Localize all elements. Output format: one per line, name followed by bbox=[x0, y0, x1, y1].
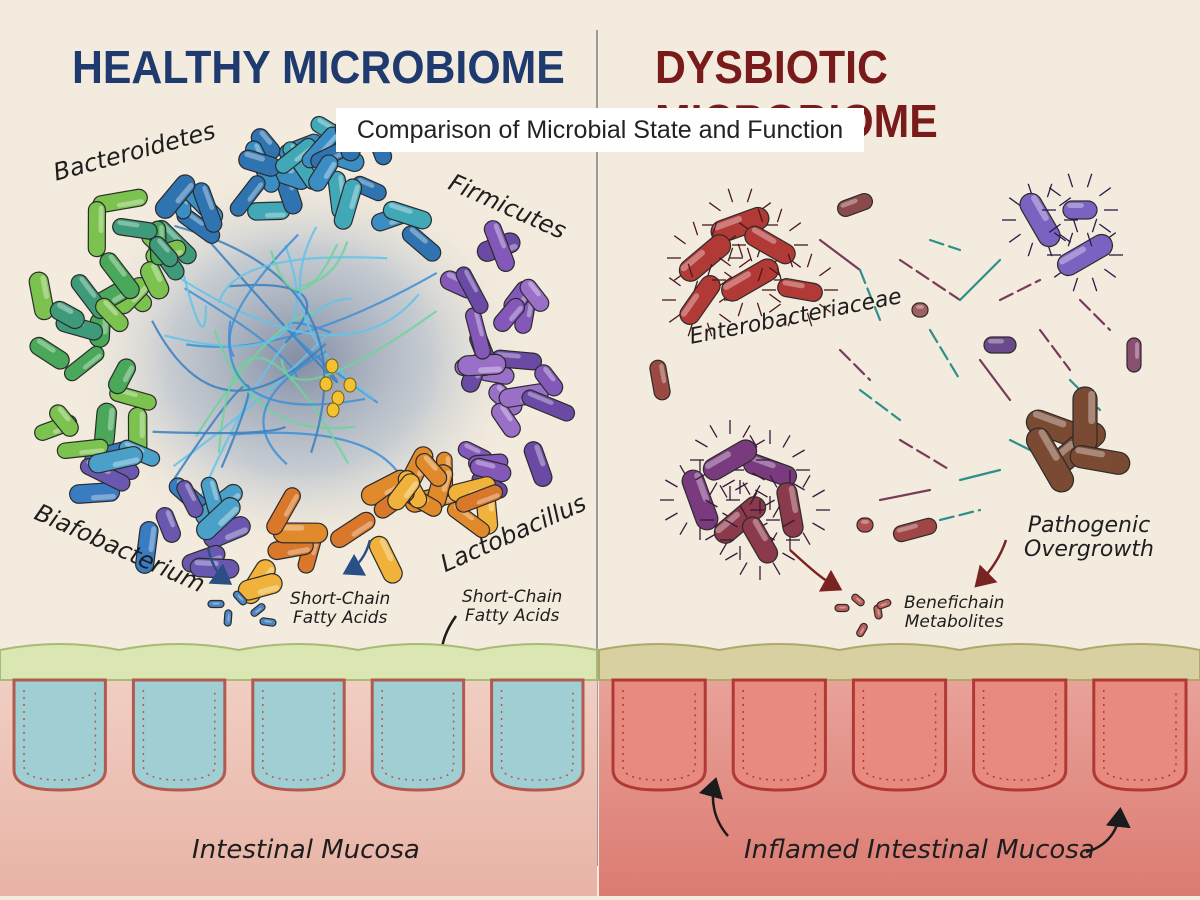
dys-arrow-left bbox=[789, 549, 843, 592]
dys-arrow-mucosa-left bbox=[698, 777, 729, 837]
label-scfa-2: Short-Chain Fatty Acids bbox=[462, 587, 563, 626]
broken-filament-network bbox=[818, 238, 1112, 522]
healthy-arrow-scfa-right bbox=[342, 539, 372, 576]
comparison-subtitle: Comparison of Microbial State and Functi… bbox=[336, 108, 864, 152]
short-chain-fatty-acid-molecules bbox=[207, 590, 277, 627]
inflamed-intestinal-mucosa bbox=[598, 643, 1200, 896]
healthy-intestinal-mucosa bbox=[0, 643, 598, 896]
label-inflamed-intestinal-mucosa: Inflamed Intestinal Mucosa bbox=[744, 835, 1095, 865]
label-scfa-1: Short-Chain Fatty Acids bbox=[290, 589, 391, 628]
dys-arrow-right bbox=[974, 539, 1008, 588]
dys-arrow-mucosa-right bbox=[1085, 807, 1131, 854]
healthy-microbiome-title: HEALTHY MICROBIOME bbox=[72, 41, 565, 93]
label-metabolites: Benefichain Metabolites bbox=[904, 593, 1005, 632]
sparse-metabolites bbox=[834, 593, 892, 638]
healthy-filament-network bbox=[151, 224, 438, 497]
healthy-arrow-scfa-left bbox=[206, 547, 233, 585]
healthy-bacteria-cluster bbox=[28, 115, 576, 605]
label-pathogenic-overgrowth: Pathogenic Overgrowth bbox=[1024, 513, 1154, 563]
label-intestinal-mucosa: Intestinal Mucosa bbox=[192, 835, 420, 865]
dysbiotic-bacteria bbox=[649, 173, 1142, 580]
